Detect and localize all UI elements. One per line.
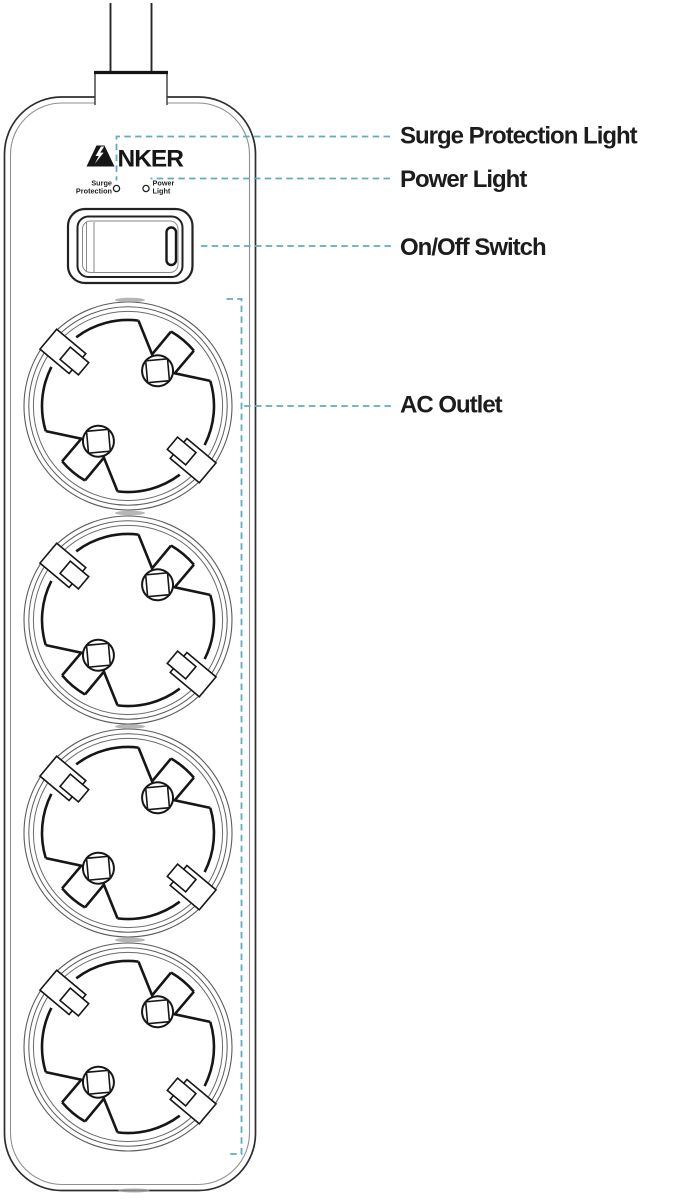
callout-line-surge	[115, 135, 390, 181]
on-off-switch	[66, 207, 194, 285]
power-label-line2: Light	[153, 187, 171, 196]
surge-protection-led	[112, 184, 121, 193]
lightning-bolt-icon	[94, 146, 105, 164]
surge-label-line2: Protection	[76, 187, 112, 196]
switch-outer	[66, 207, 194, 285]
anker-logo: NKER	[86, 145, 185, 173]
callout-lines	[115, 135, 391, 1155]
power-cord	[109, 3, 153, 73]
strain-relief	[94, 70, 168, 105]
callout-label-ac-outlet: AC Outlet	[400, 392, 503, 419]
callout-labels: Surge Protection Light Power Light On/Of…	[400, 123, 639, 419]
callout-label-on-off-switch: On/Off Switch	[400, 234, 546, 261]
power-indicator: Power Light	[142, 179, 175, 196]
outlet-divider-shadows	[115, 297, 150, 1193]
power-label-line1: Power	[153, 179, 175, 188]
switch-rocker	[76, 215, 184, 278]
switch-rocker-inner	[82, 220, 179, 273]
power-led	[142, 184, 150, 193]
switch-grip	[165, 226, 178, 267]
callout-bracket-outlets	[226, 298, 243, 1155]
surge-label-line1: Surge	[91, 179, 112, 188]
logo-text: NKER	[118, 146, 185, 173]
callout-label-power-light: Power Light	[400, 166, 527, 193]
surge-protection-indicator: Surge Protection	[76, 179, 121, 196]
callout-label-surge-protection-light: Surge Protection Light	[400, 123, 638, 150]
